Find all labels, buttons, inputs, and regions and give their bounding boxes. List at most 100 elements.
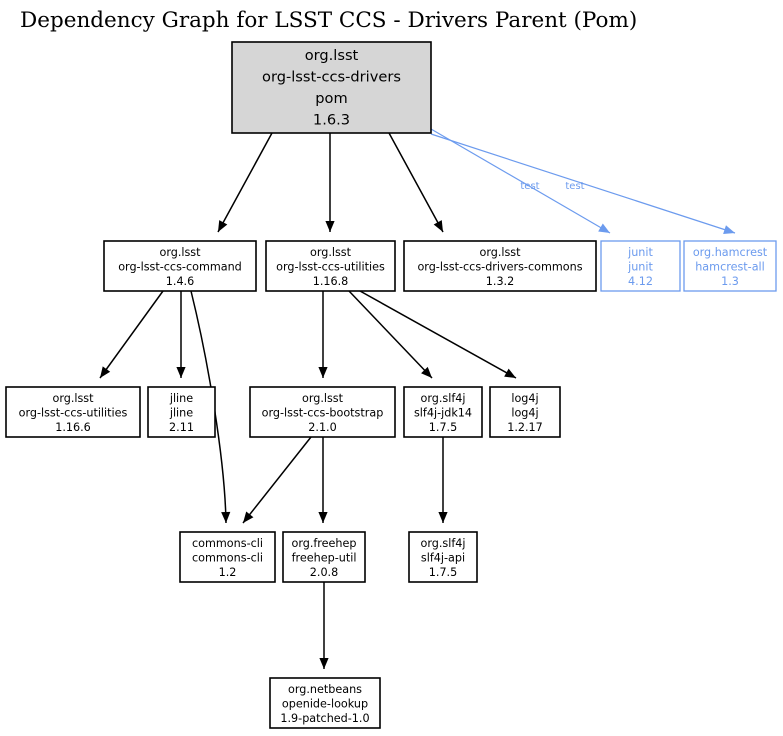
node-line-2: 1.4.6	[166, 275, 194, 288]
node-rect[interactable]	[403, 240, 597, 292]
node-line-0: org.lsst	[159, 246, 201, 259]
node-line-2: 2.0.8	[310, 566, 338, 579]
arrow-head-icon	[218, 220, 228, 232]
node-rect[interactable]	[147, 386, 216, 438]
node-line-0: org.lsst	[302, 392, 344, 405]
edge-line	[359, 290, 517, 379]
graph-edge-root-to-driverscommons	[388, 132, 444, 233]
graph-edge-root-to-junit: test	[430, 128, 611, 234]
graph-edge-root-to-hamcrest: test	[430, 133, 736, 234]
node-rect[interactable]	[282, 531, 366, 583]
node-line-1: junit	[627, 260, 653, 273]
edge-line	[388, 132, 444, 233]
node-line-1: org-lsst-ccs-bootstrap	[262, 406, 384, 419]
node-rect[interactable]	[5, 386, 141, 438]
node-line-1: commons-cli	[192, 551, 263, 564]
edge-line	[99, 290, 164, 379]
node-line-0: jline	[169, 392, 193, 405]
arrow-head-icon	[504, 368, 516, 378]
node-line-0: org.netbeans	[288, 683, 362, 696]
arrow-head-icon	[723, 225, 735, 234]
node-line-1: freehep-util	[292, 551, 357, 564]
node-line-1: org-lsst-ccs-drivers	[262, 69, 401, 86]
node-line-3: 1.6.3	[313, 112, 350, 129]
node-line-0: org.hamcrest	[693, 246, 768, 259]
graph-edge-utilities168-to-bootstrap	[318, 291, 328, 378]
node-line-1: org-lsst-ccs-command	[118, 260, 242, 273]
node-line-2: 1.7.5	[429, 566, 457, 579]
node-line-2: 1.2	[219, 566, 237, 579]
node-line-0: org.lsst	[52, 392, 94, 405]
node-line-0: org.lsst	[310, 246, 352, 259]
node-rect[interactable]	[683, 240, 777, 292]
graph-edge-slf4jjdk14-to-slf4japi	[438, 437, 448, 523]
node-line-0: org.lsst	[479, 246, 521, 259]
node-rect[interactable]	[265, 240, 396, 292]
arrow-head-icon	[438, 512, 448, 523]
node-line-1: org-lsst-ccs-utilities	[276, 260, 385, 273]
node-line-1: openide-lookup	[282, 697, 368, 710]
node-line-2: 1.3.2	[486, 275, 514, 288]
node-line-1: hamcrest-all	[695, 260, 765, 273]
node-line-2: 1.7.5	[429, 421, 457, 434]
arrow-head-icon	[243, 511, 254, 523]
arrow-head-icon	[433, 220, 443, 232]
node-line-2: pom	[315, 90, 347, 107]
arrow-head-icon	[318, 367, 328, 378]
node-rect[interactable]	[403, 386, 483, 438]
node-line-0: org.slf4j	[420, 537, 465, 550]
graph-edge-freehep-to-netbeans	[319, 582, 329, 669]
node-line-2: 1.9-patched-1.0	[280, 712, 369, 725]
graph-edge-bootstrap-to-commonscli	[242, 436, 312, 524]
node-rect[interactable]	[408, 531, 478, 583]
node-line-0: commons-cli	[192, 537, 263, 550]
node-rect[interactable]	[103, 240, 257, 292]
node-rect[interactable]	[600, 240, 681, 292]
graph-edge-utilities168-to-log4j	[359, 290, 517, 379]
arrow-head-icon	[100, 366, 111, 378]
node-rect[interactable]	[249, 386, 396, 438]
node-line-1: log4j	[511, 406, 538, 419]
arrow-head-icon	[325, 221, 335, 232]
arrow-head-icon	[319, 658, 329, 669]
node-line-1: slf4j-jdk14	[414, 406, 472, 419]
node-line-1: org-lsst-ccs-utilities	[19, 406, 128, 419]
node-line-1: org-lsst-ccs-drivers-commons	[417, 260, 582, 273]
arrow-head-icon	[176, 367, 186, 378]
arrow-head-icon	[221, 511, 231, 523]
edge-line	[430, 133, 736, 234]
node-rect[interactable]	[231, 41, 432, 134]
graph-edge-command-to-jline	[176, 291, 186, 378]
node-rect[interactable]	[489, 386, 561, 438]
graph-edge-root-to-command	[217, 132, 273, 233]
node-line-2: 1.16.6	[55, 421, 91, 434]
arrow-head-icon	[318, 512, 328, 523]
node-line-1: jline	[169, 406, 193, 419]
node-layer: org.lsst org-lsst-ccs-drivers pom 1.6.3 org.…	[5, 41, 777, 729]
node-line-0: log4j	[511, 392, 538, 405]
edge-line	[430, 128, 611, 234]
node-rect[interactable]	[269, 677, 381, 729]
node-line-2: 1.3	[721, 275, 739, 288]
node-rect[interactable]	[179, 531, 276, 583]
node-line-0: junit	[627, 246, 653, 259]
graph-edge-command-to-utilities166	[99, 290, 164, 379]
